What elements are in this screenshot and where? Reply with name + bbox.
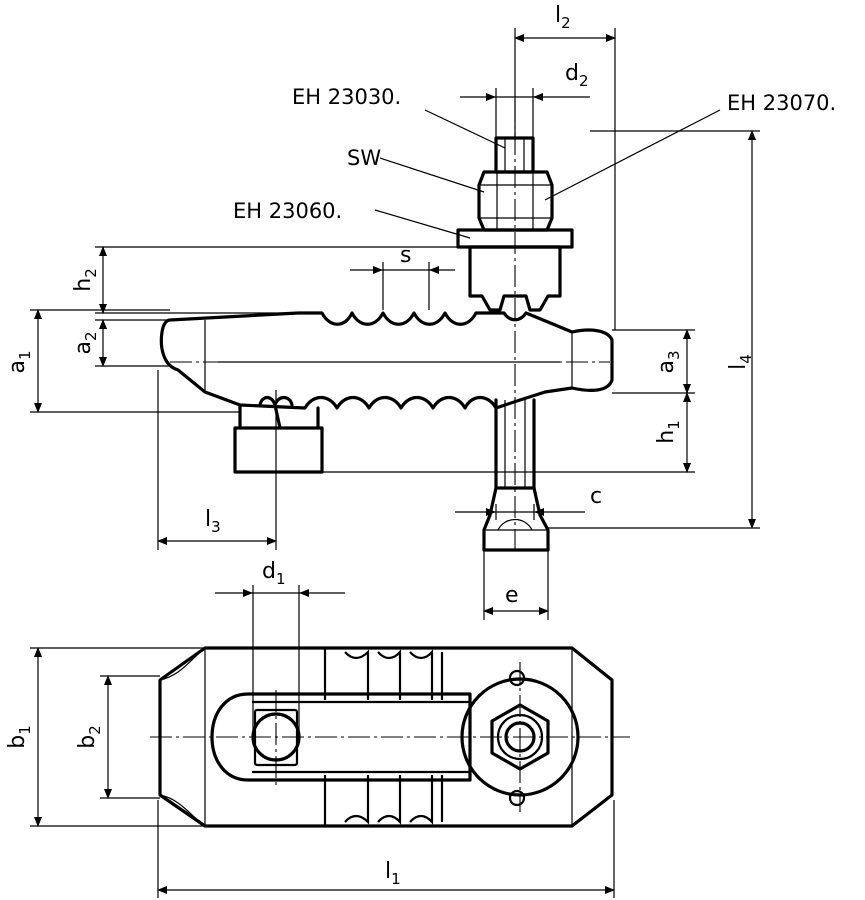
top-hex-nut — [490, 703, 550, 771]
label-a2: a2 — [71, 331, 100, 354]
label-d1: d1 — [262, 559, 286, 588]
label-b1: b1 — [5, 725, 34, 749]
top-view — [150, 646, 630, 828]
threaded-rod — [494, 398, 536, 490]
t-bolt-head — [482, 486, 550, 552]
label-l2: l2 — [555, 3, 571, 32]
label-h2: h2 — [71, 268, 100, 292]
label-eh23030: EH 23030. — [292, 85, 401, 109]
label-h1: h1 — [654, 420, 683, 444]
label-b2: b2 — [75, 725, 104, 749]
foot — [233, 426, 324, 474]
top-dimensions — [30, 585, 615, 898]
leader-sw — [379, 157, 485, 193]
label-l4: l4 — [726, 354, 755, 370]
label-eh23060: EH 23060. — [233, 199, 342, 223]
label-a3: a3 — [654, 350, 683, 373]
label-d2: d2 — [565, 61, 589, 90]
label-l1: l1 — [385, 859, 401, 888]
label-c: c — [590, 484, 602, 509]
labels: EH 23030. EH 23070. SW EH 23060. l2 d2 s… — [5, 3, 836, 888]
support-sleeve — [468, 245, 562, 312]
side-view — [159, 100, 614, 555]
leader-eh23030 — [424, 109, 506, 149]
label-sw: SW — [347, 146, 381, 170]
leader-eh23070 — [544, 109, 721, 201]
side-dimensions — [30, 28, 760, 620]
label-s: s — [400, 243, 411, 268]
slot — [210, 692, 472, 782]
label-a1: a1 — [5, 350, 34, 373]
leader-eh23060 — [374, 209, 471, 239]
label-e: e — [505, 583, 519, 608]
nut-boss — [460, 677, 580, 797]
label-eh23070: EH 23070. — [727, 91, 836, 115]
clamp-body — [159, 311, 614, 410]
label-l3: l3 — [205, 507, 221, 536]
